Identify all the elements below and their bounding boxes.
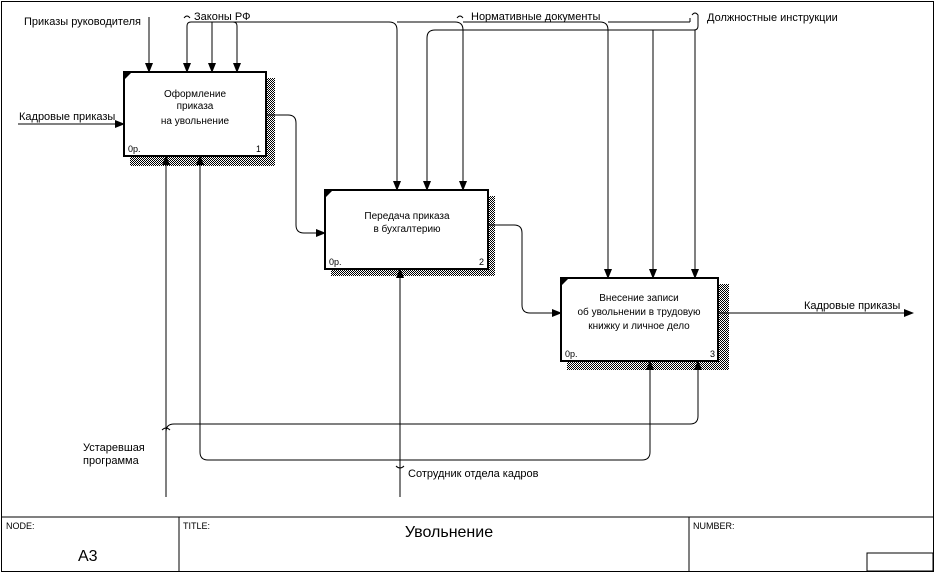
activity-box-1[interactable]: Оформление приказа на увольнение 0р. 1 <box>123 71 267 157</box>
box-1-line-1: Оформление <box>164 88 227 100</box>
label-ustarevshaya-line-1: Устаревшая <box>83 442 145 454</box>
label-dolzhnostnye-instrukcii: Должностные инструкции <box>707 12 838 24</box>
footer-title-label: TITLE: <box>183 521 210 531</box>
box-3-cost: 0р. <box>565 349 578 359</box>
box-1-line-3: на увольнение <box>161 116 230 127</box>
label-ustarevshaya-line-2: программа <box>83 455 140 467</box>
arrow-zakony-curve <box>232 21 238 27</box>
box-3-number: 3 <box>710 349 715 359</box>
box-1-number: 1 <box>256 144 261 154</box>
arrow-sotrudnik-to-box1 <box>196 155 400 461</box>
arrow-sotrudnik-to-box3 <box>400 360 654 461</box>
box-3-line-1: Внесение записи <box>599 293 679 304</box>
box-3-line-3: книжку и личное дело <box>588 321 690 332</box>
label-zakony-rf: Законы РФ <box>194 11 250 23</box>
label-normativnye-dokumenty: Нормативные документы <box>471 11 600 23</box>
box-2-line-2: в бухгалтерию <box>373 223 441 235</box>
footer-title-value: Увольнение <box>405 524 493 541</box>
box-1-cost: 0р. <box>128 144 141 154</box>
footer-number-label: NUMBER: <box>693 521 735 531</box>
box-2-cost: 0р. <box>329 257 342 267</box>
label-prikazy-rukovoditelya: Приказы руководителя <box>24 16 141 28</box>
footer: NODE: A3 TITLE: Увольнение NUMBER: <box>2 516 934 572</box>
box-3-line-2: об увольнении в трудовую <box>578 306 701 318</box>
box-2-line-1: Передача приказа <box>364 211 450 222</box>
label-sotrudnik: Сотрудник отдела кадров <box>408 468 539 480</box>
tunnel-mark-ustarevshaya <box>161 427 171 431</box>
arrow-zakony-trunk <box>186 21 260 27</box>
arrow-ustarevshaya-to-box3 <box>165 360 702 433</box>
arrow-dolzhnostnye-to-box2 <box>423 29 695 191</box>
arrow-normativnye-to-box2-c <box>397 21 467 191</box>
box-1-line-2: приказа <box>177 101 214 112</box>
footer-node-label: NODE: <box>6 521 35 531</box>
box-2-number: 2 <box>479 257 484 267</box>
arrow-box2-to-box3 <box>488 224 562 317</box>
tunnel-mark-dolzhnostnye <box>691 12 699 31</box>
arrow-box1-to-box2 <box>266 114 326 237</box>
label-kadrovye-prikazy-out: Кадровые приказы <box>804 300 900 312</box>
activity-box-3[interactable]: Внесение записи об увольнении в трудовую… <box>560 277 719 362</box>
tunnel-mark-zakony <box>183 15 191 19</box>
tunnel-mark-normativnye <box>456 15 464 19</box>
arrow-normativnye-to-box2-a <box>260 21 401 191</box>
label-kadrovye-prikazy-in: Кадровые приказы <box>19 111 115 123</box>
activity-box-2[interactable]: Передача приказа в бухгалтерию 0р. 2 <box>324 189 489 270</box>
footer-corner-box <box>866 552 934 572</box>
footer-node-value: A3 <box>78 548 98 565</box>
tunnel-mark-sotrudnik <box>395 465 405 469</box>
